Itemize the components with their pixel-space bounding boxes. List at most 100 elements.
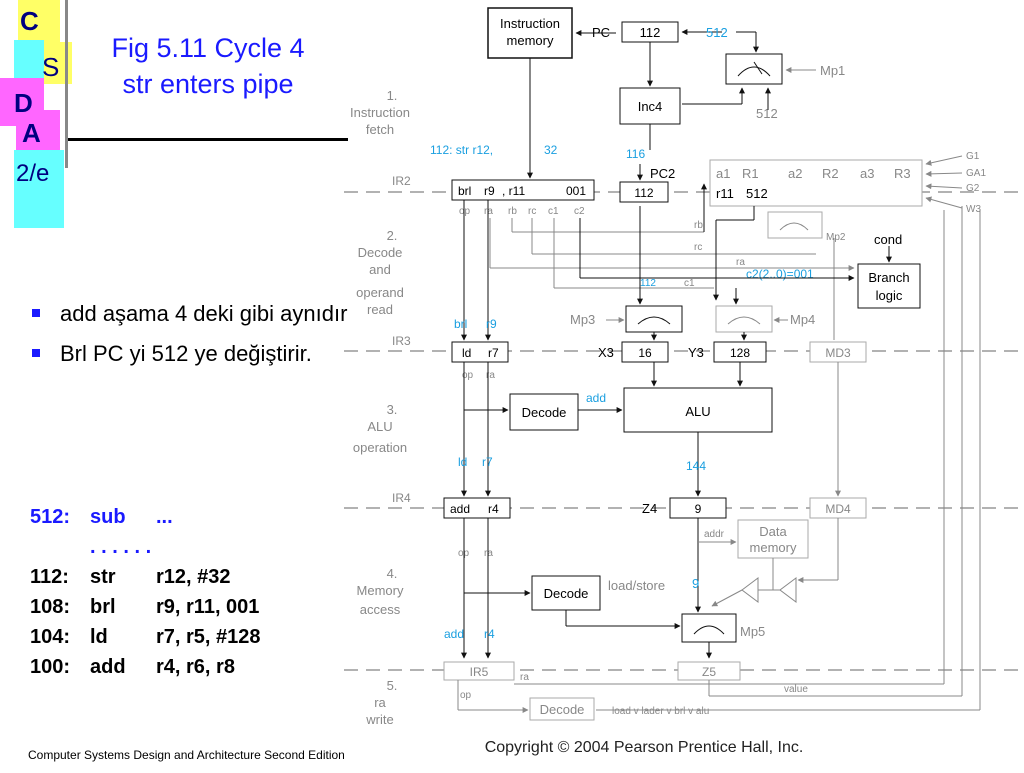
mp4-mux: [715, 305, 773, 333]
mp2-label: Mp2: [826, 232, 846, 243]
svg-text:GA1: GA1: [966, 168, 986, 179]
mp5-label: Mp5: [740, 624, 765, 639]
code-row: 512:sub...: [30, 506, 173, 528]
mp1-label: Mp1: [820, 63, 845, 78]
bullet-list: add aşama 4 deki gibi aynıdır Brl PC yi …: [30, 300, 350, 380]
svg-text:ra: ra: [484, 548, 493, 559]
decode-label-stage4: Decode: [544, 586, 589, 601]
ir3-op: ld: [462, 346, 471, 360]
mp3-label: Mp3: [570, 312, 595, 327]
pipeline-diagram: 1. Instruction fetch 2. Decode and opera…: [344, 0, 1024, 768]
reg-file-r11: r11: [716, 186, 734, 201]
ir3-label: IR3: [392, 334, 411, 348]
ir2-c: 001: [566, 184, 586, 198]
ir2-input-2: 32: [544, 143, 558, 157]
svg-text:R3: R3: [894, 166, 911, 181]
ir4-op: add: [450, 502, 470, 516]
pc-label: PC: [592, 25, 610, 40]
svg-text:R1: R1: [742, 166, 759, 181]
inc4-box: [619, 87, 681, 125]
branch-logic-label-1: Branch: [868, 270, 909, 285]
ir4-input-ra: r7: [482, 455, 493, 469]
svg-text:op: op: [462, 370, 474, 381]
ir2-fields: op ra rb rc c1 c2: [459, 206, 585, 217]
stage-4-l1: Memory: [357, 583, 404, 598]
bullet-item: add aşama 4 deki gibi aynıdır: [30, 300, 350, 328]
ir5-input-op: add: [444, 627, 464, 641]
z5-label: Z5: [702, 665, 716, 679]
footer-text: Computer Systems Design and Architecture…: [28, 748, 344, 762]
title-line-1: Fig 5.11 Cycle 4: [111, 33, 305, 63]
svg-text:op: op: [459, 206, 471, 217]
svg-text:rc: rc: [528, 206, 536, 217]
branch-logic-box: [857, 263, 921, 309]
logo-square-yellow: [18, 0, 60, 42]
stage-3-l2: operation: [353, 440, 407, 455]
z4-value: 9: [695, 502, 702, 516]
reg-control-signals: G1 GA1 G2 W3: [966, 151, 986, 215]
writeback-wires: [457, 206, 981, 713]
svg-text:rc: rc: [694, 242, 702, 253]
stage-5-l2: write: [365, 712, 393, 727]
copyright: Copyright © 2004 Pearson Prentice Hall, …: [485, 739, 804, 756]
svg-text:ra: ra: [736, 257, 745, 268]
pc2-register: [619, 181, 669, 203]
ir5-input-ra: r4: [484, 627, 495, 641]
stage-5-num: 5.: [387, 678, 398, 693]
data-memory-label-2: memory: [750, 540, 797, 555]
stage-2-l4: read: [367, 302, 393, 317]
stage-3-num: 3.: [387, 402, 398, 417]
title-line-2: str enters pipe: [122, 69, 294, 99]
z4-label: Z4: [642, 501, 657, 516]
ir4-ra: r4: [488, 502, 499, 516]
z4-forward-value: 9: [692, 576, 699, 591]
stage-1-num: 1.: [387, 88, 398, 103]
ir2-rb: , r11: [502, 184, 525, 198]
ir5-label: IR5: [470, 665, 489, 679]
mp3-mux: [625, 305, 683, 333]
x3-label: X3: [598, 345, 614, 360]
stage-4-l2: access: [360, 602, 401, 617]
logo-letter-a: A: [22, 118, 41, 148]
bullet-item: Brl PC yi 512 ye değiştirir.: [30, 340, 350, 368]
register-file-ports: a1 R1 a2 R2 a3 R3: [716, 166, 911, 181]
svg-text:rb: rb: [694, 220, 703, 231]
svg-text:c1: c1: [548, 206, 559, 217]
mux-input-value: 512: [756, 106, 778, 121]
stage-3-l1: ALU: [367, 419, 392, 434]
ir2-register: [451, 179, 595, 201]
alu-box: [623, 387, 773, 433]
decode-label-stage5: Decode: [540, 702, 585, 717]
register-file: [709, 159, 923, 207]
stage-5-l1: ra: [374, 695, 386, 710]
decode-label-stage3: Decode: [522, 405, 567, 420]
ir4-label: IR4: [392, 491, 411, 505]
logo-letter-d: D: [14, 88, 33, 118]
data-memory-box: [737, 519, 809, 559]
csda-logo: C S D A 2/e: [0, 0, 72, 230]
cond-label: cond: [874, 232, 902, 247]
svg-text:G2: G2: [966, 183, 980, 194]
bullet-marker: [32, 309, 40, 317]
pc2-value: 112: [634, 186, 653, 200]
svg-text:G1: G1: [966, 151, 980, 162]
stage-labels: 1. Instruction fetch 2. Decode and opera…: [350, 88, 410, 727]
instruction-memory-box: [487, 7, 573, 59]
addr-label: addr: [704, 529, 725, 540]
bus-driver: [711, 518, 839, 607]
md4-label: MD4: [825, 502, 851, 516]
mp4-label: Mp4: [790, 312, 815, 327]
y3-label: Y3: [688, 345, 704, 360]
load-store-label: load/store: [608, 578, 665, 593]
alu-op-signal: add: [586, 391, 606, 405]
stage-2-num: 2.: [387, 228, 398, 243]
field-wires: [489, 218, 855, 340]
stage-2-l1: Decode: [358, 245, 403, 260]
branch-logic-label-2: logic: [876, 288, 903, 303]
ir4-register: [443, 497, 511, 519]
pc-value: 112: [640, 25, 661, 40]
stage-1-l1: Instruction: [350, 105, 410, 120]
